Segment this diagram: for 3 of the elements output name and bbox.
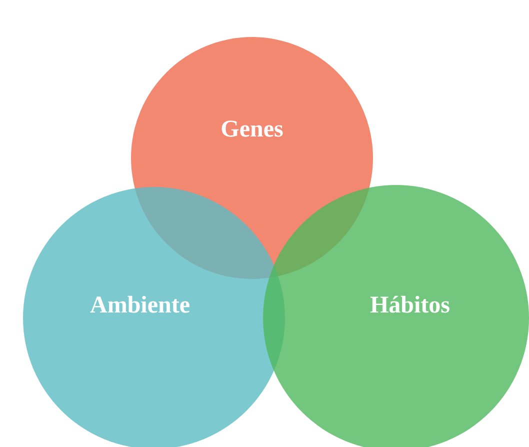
circle-label: Ambiente: [90, 292, 190, 320]
circle-label: Genes: [220, 116, 284, 144]
circle-label: Hábitos: [370, 292, 450, 320]
